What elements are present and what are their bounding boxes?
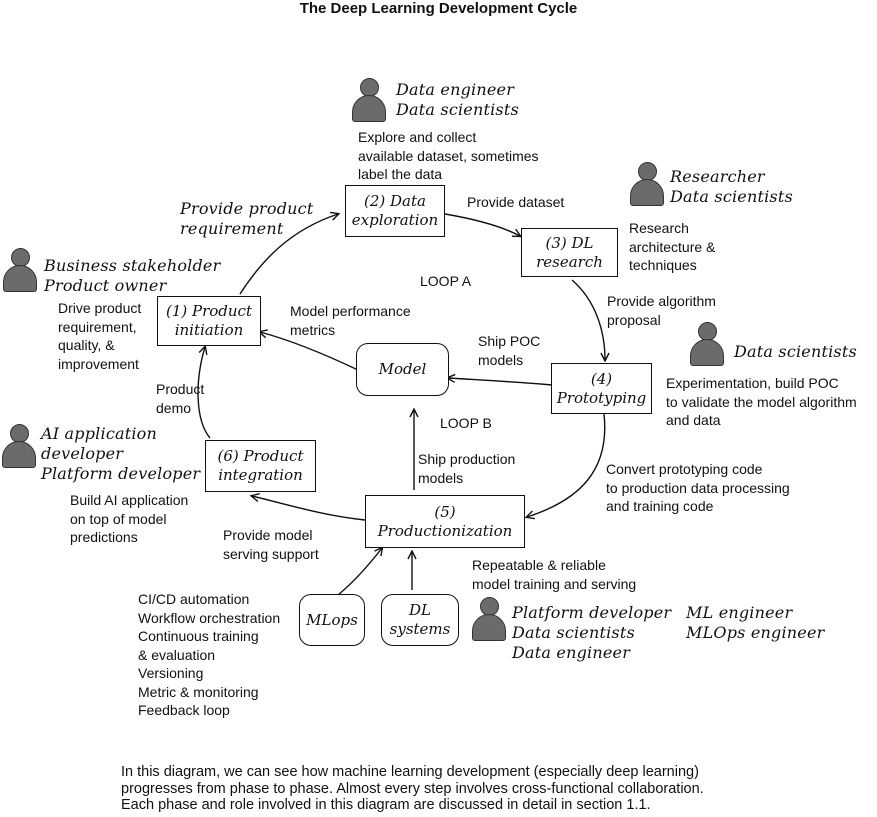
label-provide-product-requirement: Provide product requirement (180, 199, 314, 238)
diagram-title: The Deep Learning Development Cycle (299, 0, 578, 17)
edge-prototyping-to-productionization (527, 413, 606, 517)
roles-productionization-left: Platform developer Data scientists Data … (512, 603, 672, 662)
label-ship-production-models: Ship production models (418, 451, 516, 486)
dl-systems-node: DL systems (381, 594, 459, 646)
edge-productionization-to-integration (252, 496, 366, 521)
desc-productionization: Repeatable & reliable model training and… (472, 557, 637, 592)
roles-product-integration: AI application developer Platform develo… (41, 424, 201, 483)
roles-product-initiation: Business stakeholder Product owner (44, 256, 221, 295)
label-provide-algorithm-proposal: Provide algorithm proposal (607, 293, 716, 328)
caption: In this diagram, we can see how machine … (121, 764, 704, 813)
edge-model-to-initiation (260, 332, 359, 371)
phase-data-exploration: (2) Data exploration (345, 185, 445, 237)
desc-dl-research: Research architecture & techniques (629, 220, 716, 273)
phase-prototyping: (4) Prototyping (551, 363, 652, 414)
desc-prototyping: Experimentation, build POC to validate t… (666, 375, 857, 428)
edge-initiation-to-exploration (239, 214, 338, 295)
edge-prototyping-to-model (448, 378, 553, 386)
label-ship-poc-models: Ship POC models (478, 333, 541, 368)
phase-product-integration: (6) Product integration (205, 440, 316, 492)
label-provide-dataset: Provide dataset (467, 194, 565, 210)
person-icon (352, 78, 386, 122)
edge-exploration-to-research (444, 213, 520, 236)
person-icon (630, 162, 664, 206)
mlops-node: MLops (299, 594, 365, 646)
person-icon (3, 248, 37, 292)
desc-mlops-list: CI/CD automation Workflow orchestration … (138, 591, 281, 718)
loop-a-label: LOOP A (420, 273, 472, 289)
phase-product-initiation: (1) Product initiation (157, 296, 261, 346)
person-icon (690, 322, 724, 366)
person-icon (472, 597, 506, 641)
phase-dl-research: (3) DL research (521, 228, 618, 277)
label-product-demo: Product demo (156, 381, 205, 416)
label-provide-model-serving-support: Provide model serving support (223, 527, 319, 562)
desc-data-exploration: Explore and collect available dataset, s… (358, 129, 539, 182)
edge-integration-to-initiation (197, 347, 211, 439)
loop-b-label: LOOP B (440, 415, 492, 431)
label-convert-prototyping-code: Convert prototyping code to production d… (606, 461, 790, 514)
edge-mlops-to-productionization (337, 548, 382, 596)
roles-prototyping: Data scientists (734, 342, 857, 361)
phase-productionization: (5) Productionization (365, 495, 525, 548)
edge-research-to-prototyping (571, 279, 605, 360)
roles-dl-research: Researcher Data scientists (670, 167, 793, 206)
desc-product-initiation: Drive product requirement, quality, & im… (58, 300, 142, 372)
label-model-performance-metrics: Model performance metrics (290, 303, 411, 338)
roles-data-exploration: Data engineer Data scientists (396, 80, 519, 119)
person-icon (2, 424, 36, 468)
desc-product-integration: Build AI application on top of model pre… (70, 492, 189, 545)
roles-productionization-right: ML engineer MLOps engineer (686, 603, 825, 642)
model-node: Model (356, 343, 449, 396)
